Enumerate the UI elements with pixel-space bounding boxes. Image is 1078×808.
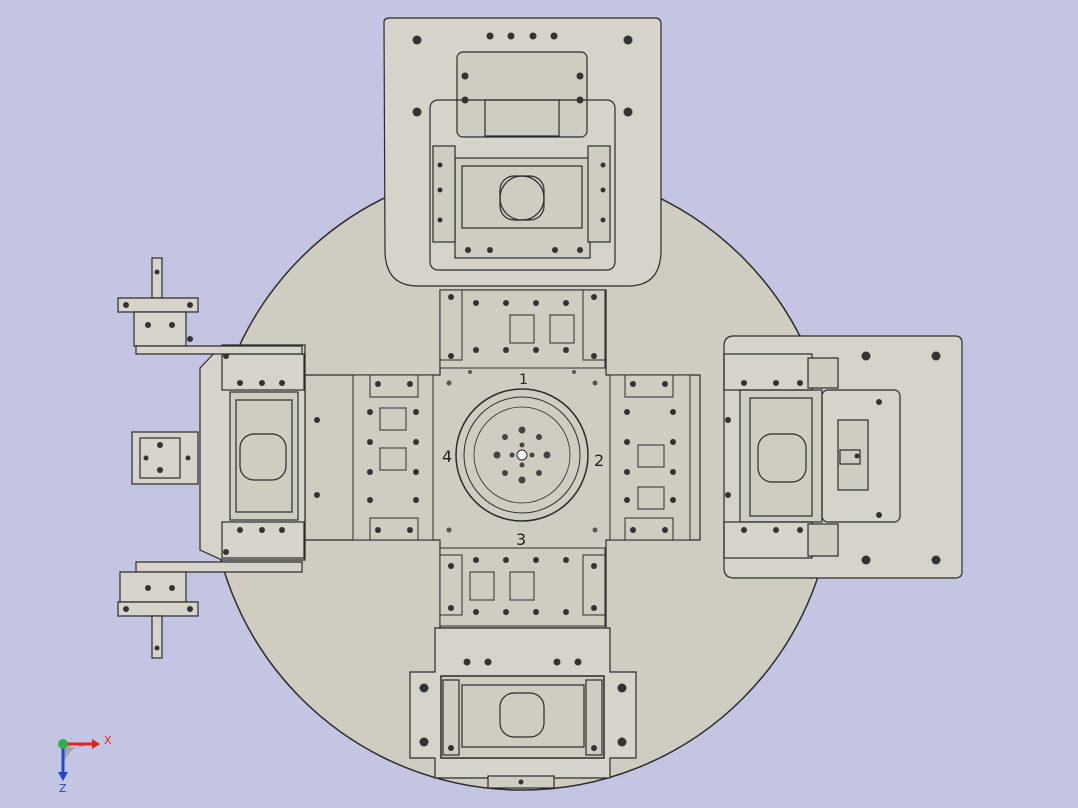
inner-fixture-left[interactable]: [352, 374, 434, 541]
station-label-top: 1: [519, 372, 528, 388]
x-axis-label: X: [104, 734, 112, 747]
left-bracket-upper[interactable]: [117, 257, 303, 355]
station-right[interactable]: [723, 335, 963, 579]
inner-fixture-bottom[interactable]: [439, 547, 606, 627]
inner-fixture-top[interactable]: [439, 289, 606, 369]
station-bottom[interactable]: [409, 627, 637, 789]
cross-plate-holes: [446, 370, 598, 533]
station-left[interactable]: [199, 344, 320, 561]
center-hub[interactable]: [455, 388, 589, 522]
axis-triad[interactable]: X Z: [58, 734, 112, 795]
left-bracket-lower[interactable]: [117, 561, 303, 659]
station-label-left: 4: [442, 447, 452, 466]
station-label-right: 2: [594, 451, 604, 470]
z-axis-label: Z: [59, 782, 67, 795]
y-axis-indicator: [58, 739, 68, 749]
left-bracket-middle[interactable]: [131, 431, 199, 485]
inner-fixture-right[interactable]: [609, 374, 691, 541]
station-label-bottom: 3: [516, 530, 526, 549]
station-top[interactable]: [383, 17, 662, 287]
